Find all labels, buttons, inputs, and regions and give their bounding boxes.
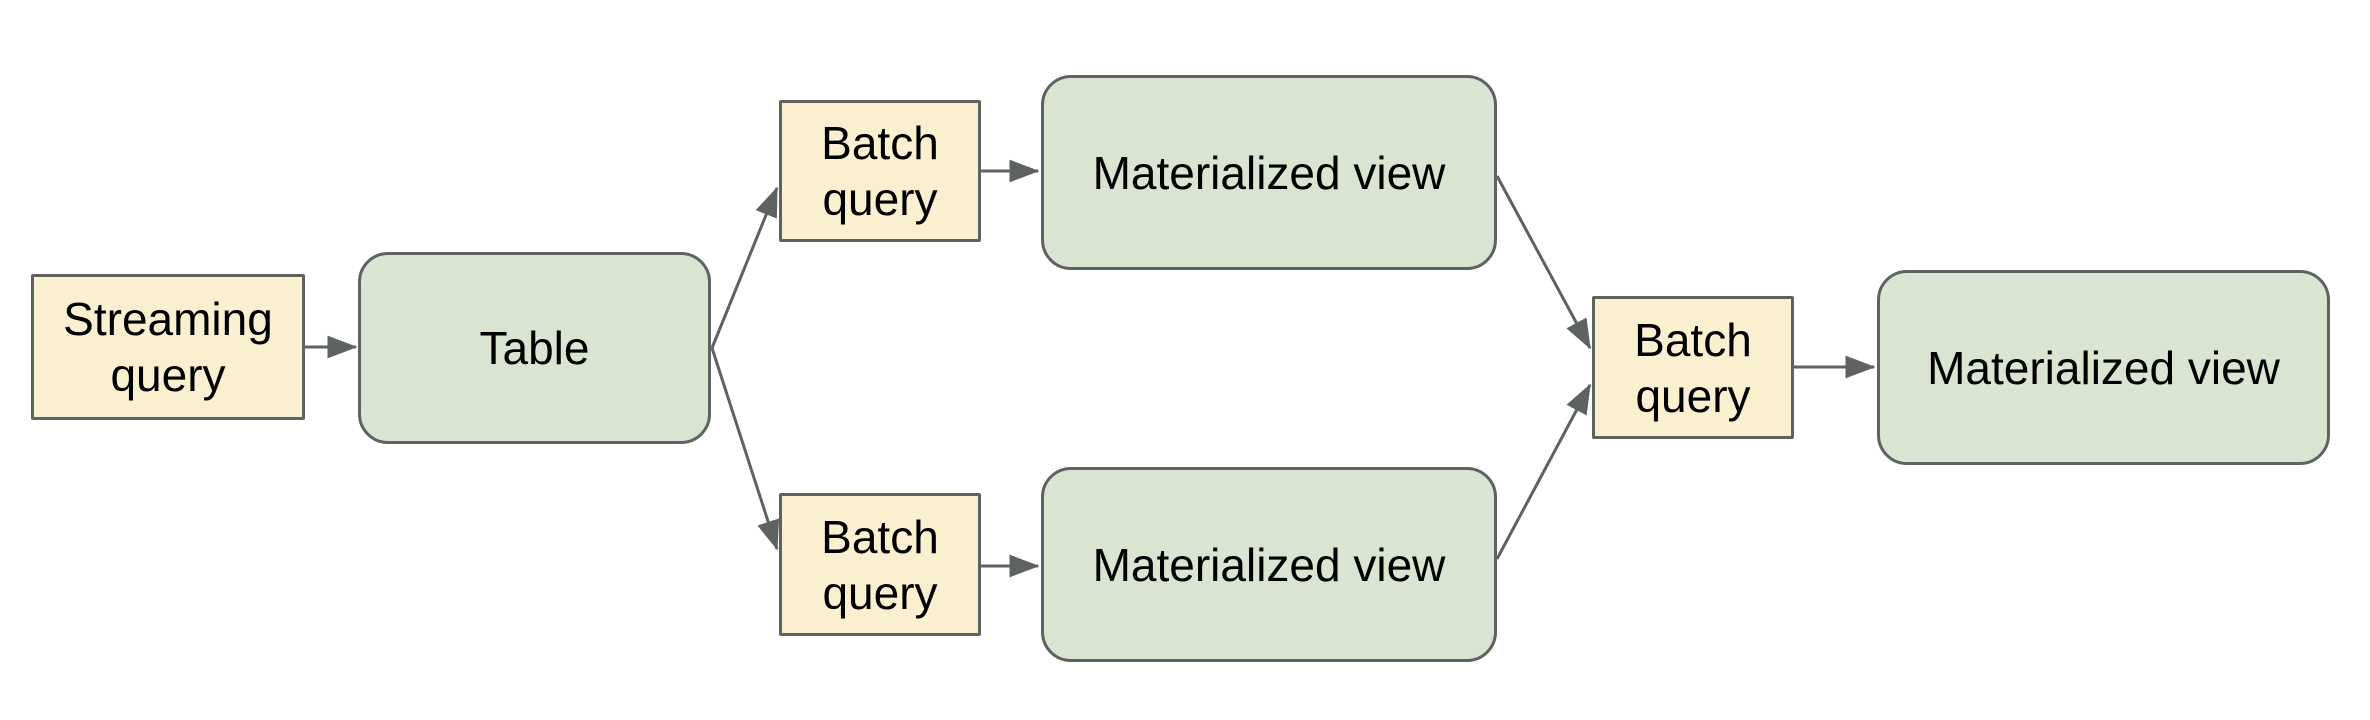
node-materialized-view-bottom: Materialized view	[1041, 467, 1497, 662]
edge-table-to-batch-query-top	[710, 186, 779, 349]
node-batch-query-bottom-label: Batch query	[821, 510, 939, 619]
node-materialized-view-top-label: Materialized view	[1092, 146, 1446, 199]
node-streaming-query-label: Streaming query	[63, 293, 273, 401]
edge-materialized-view-top-to-batch-query-right	[1495, 175, 1592, 350]
node-materialized-view-top: Materialized view	[1041, 75, 1497, 270]
node-batch-query-top-label: Batch query	[821, 117, 939, 225]
node-table-label: Table	[479, 322, 590, 374]
node-materialized-view-right-label: Materialized view	[1927, 341, 2280, 394]
node-table: Table	[358, 252, 711, 444]
node-materialized-view-bottom-label: Materialized view	[1092, 538, 1446, 591]
edge-materialized-view-bottom-to-batch-query-right	[1495, 383, 1592, 560]
node-batch-query-top: Batch query	[779, 100, 981, 242]
node-batch-query-right: Batch query	[1592, 296, 1794, 439]
node-materialized-view-right: Materialized view	[1877, 270, 2330, 465]
edge-table-to-batch-query-bottom	[710, 347, 780, 551]
node-streaming-query: Streaming query	[31, 274, 305, 420]
node-batch-query-right-label: Batch query	[1634, 313, 1752, 422]
node-batch-query-bottom: Batch query	[779, 493, 981, 636]
